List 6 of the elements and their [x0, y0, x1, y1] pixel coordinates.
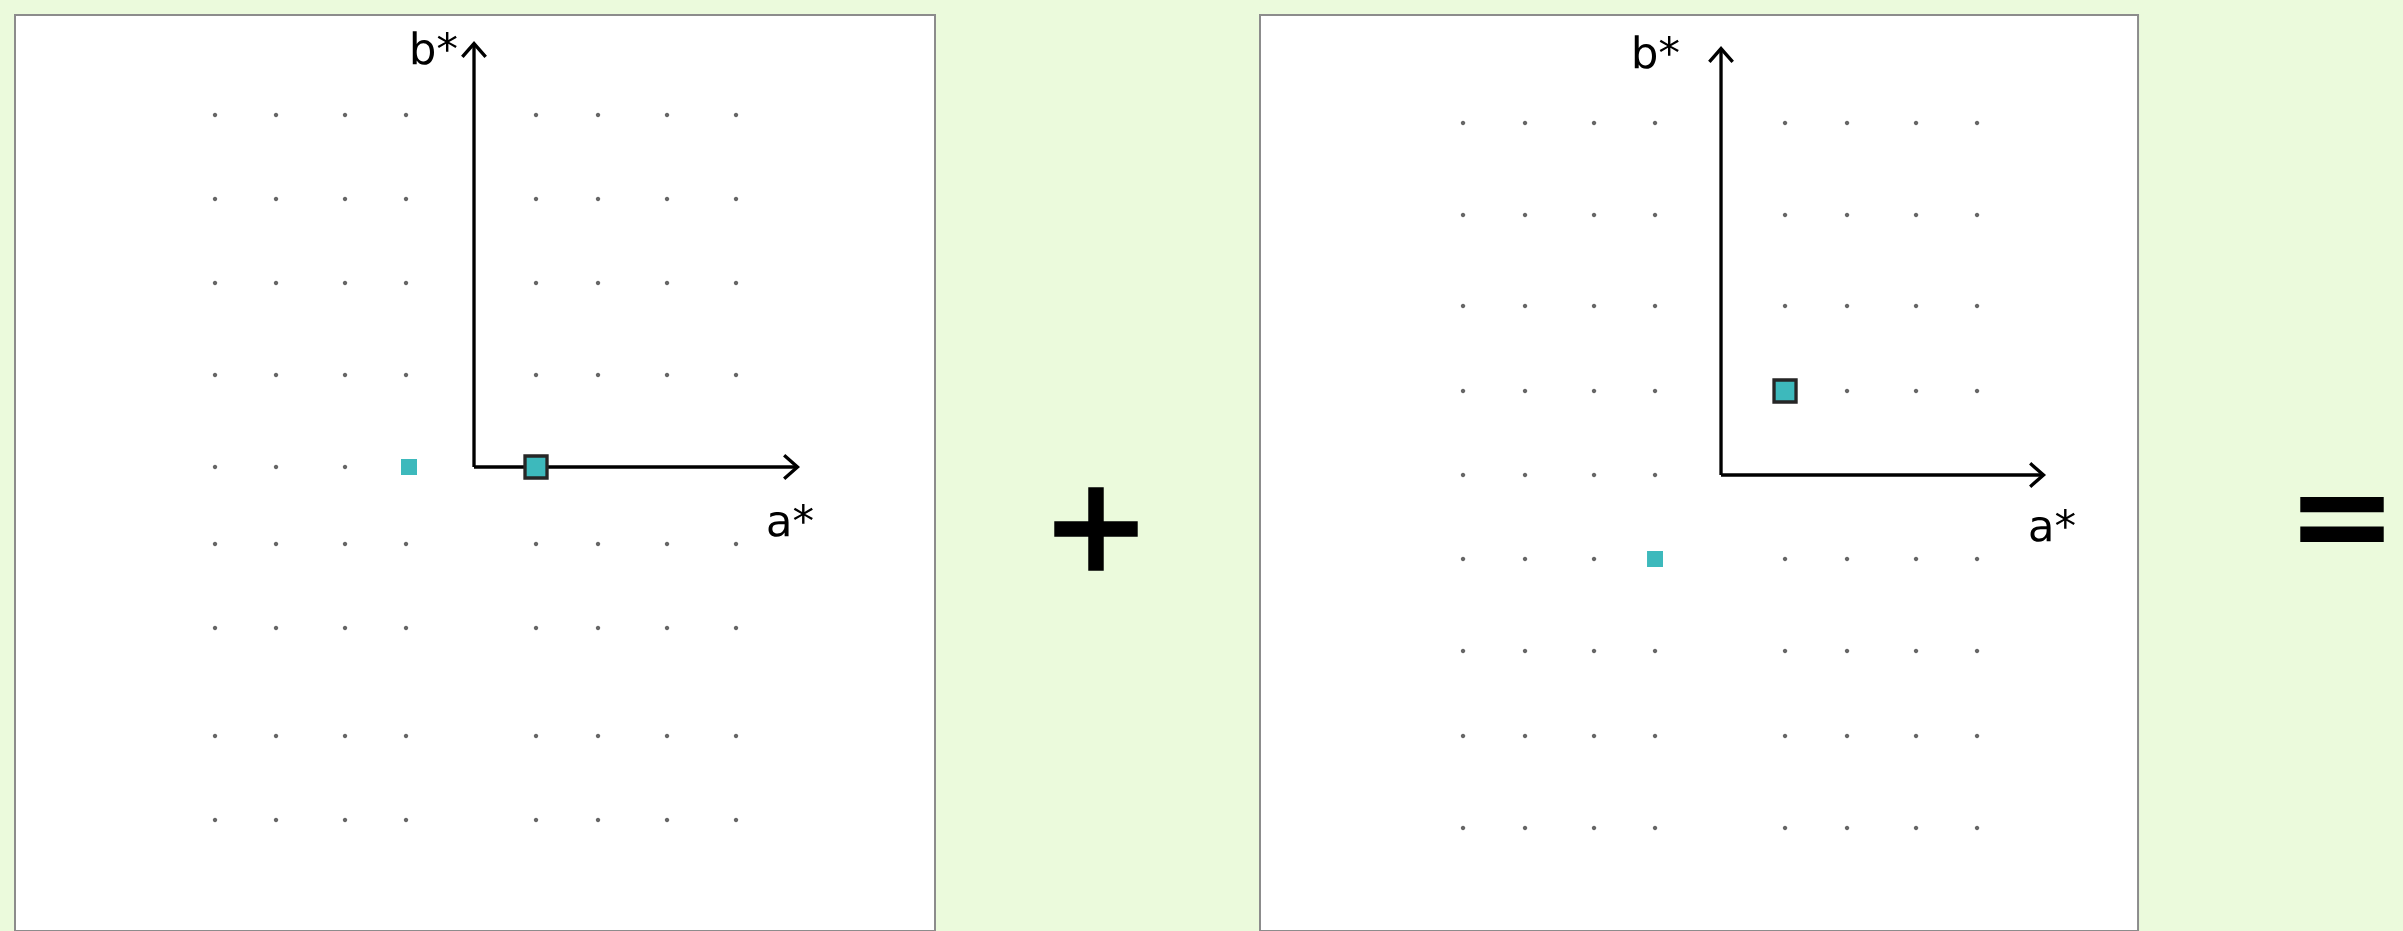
axis-label: b*: [412, 31, 457, 65]
axis-label: a*: [2030, 509, 2075, 542]
axis-label: a*: [768, 504, 813, 537]
axis-label: b*: [1634, 35, 1679, 69]
operator-symbol: +: [1054, 487, 1138, 571]
operator-symbol: =: [2300, 496, 2384, 542]
